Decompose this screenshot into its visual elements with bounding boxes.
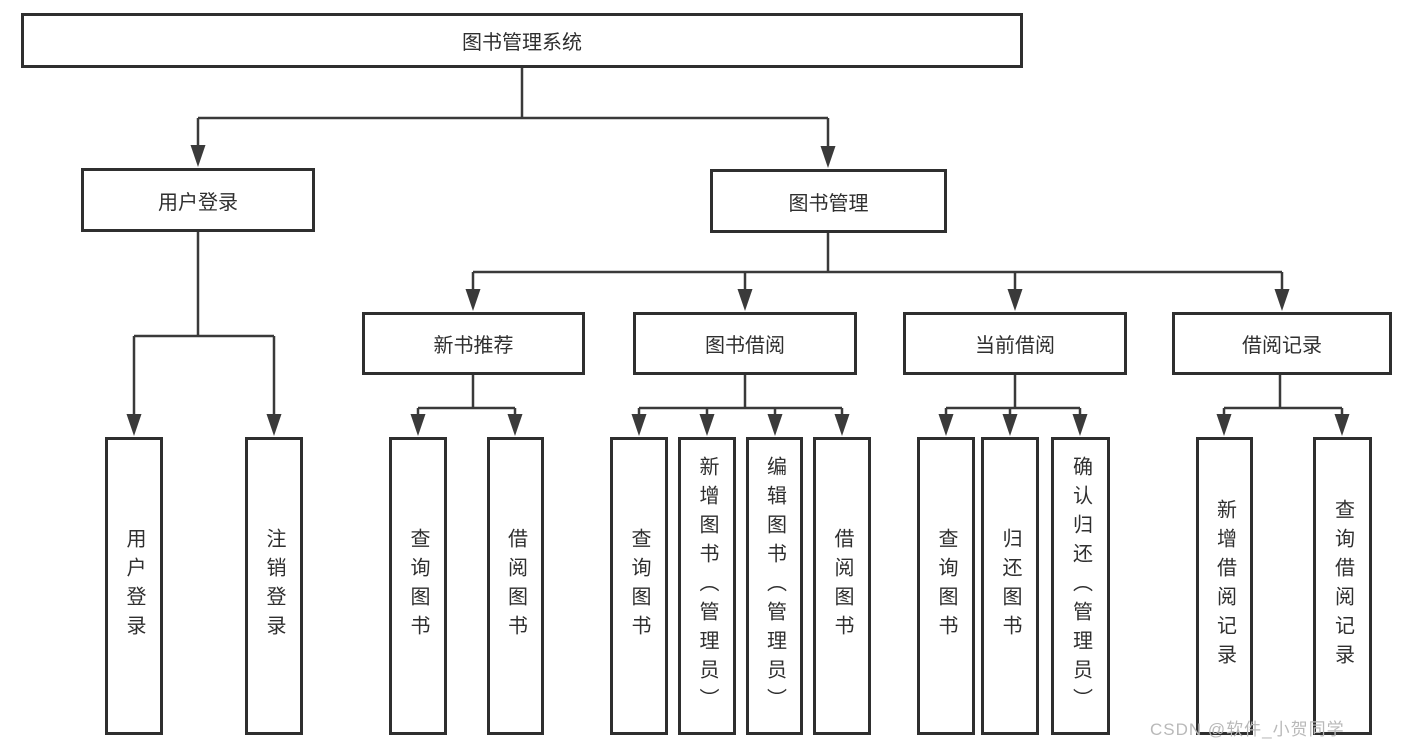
node-current-borrow-label: 当前借阅 (975, 335, 1055, 357)
leaf-borrow-borrow-book: 借阅图书 (813, 437, 871, 735)
node-user-login-label: 用户登录 (158, 191, 238, 214)
leaf-add-borrow-record-label: 新增借阅记录 (1213, 499, 1236, 673)
node-new-book-recommend-label: 新书推荐 (433, 335, 514, 357)
node-root-system: 图书管理系统 (21, 13, 1023, 68)
leaf-confirm-return-admin: 确认归还（管理员） (1051, 437, 1110, 735)
leaf-recommend-query-book-label: 查询图书 (407, 528, 429, 644)
node-user-login: 用户登录 (81, 168, 315, 232)
arrowheads (126, 145, 1350, 436)
leaf-add-borrow-record: 新增借阅记录 (1196, 437, 1253, 735)
leaf-recommend-borrow-book: 借阅图书 (487, 437, 544, 735)
node-book-borrow-label: 图书借阅 (705, 335, 785, 357)
leaf-borrow-query-book-label: 查询图书 (628, 528, 650, 644)
leaf-return-book: 归还图书 (981, 437, 1039, 735)
node-book-borrow: 图书借阅 (633, 312, 857, 375)
node-current-borrow: 当前借阅 (903, 312, 1127, 375)
node-root-label: 图书管理系统 (462, 32, 582, 54)
node-new-book-recommend: 新书推荐 (362, 312, 585, 375)
node-book-management: 图书管理 (710, 169, 947, 233)
leaf-borrow-query-book: 查询图书 (610, 437, 668, 735)
leaf-recommend-query-book: 查询图书 (389, 437, 447, 735)
node-borrow-records: 借阅记录 (1172, 312, 1392, 375)
leaf-add-book-admin: 新增图书（管理员） (678, 437, 736, 735)
leaf-current-query-book: 查询图书 (917, 437, 975, 735)
leaf-user-login-label: 用户登录 (123, 528, 145, 644)
leaf-query-borrow-record-label: 查询借阅记录 (1331, 499, 1354, 673)
node-book-management-label: 图书管理 (788, 192, 869, 215)
csdn-watermark: CSDN @软件_小贺同学 (1150, 720, 1345, 739)
node-borrow-records-label: 借阅记录 (1242, 335, 1322, 357)
leaf-confirm-return-admin-label: 确认归还（管理员） (1069, 455, 1092, 717)
leaf-logout-label: 注销登录 (263, 528, 285, 644)
leaf-borrow-borrow-book-label: 借阅图书 (831, 528, 853, 644)
leaf-recommend-borrow-book-label: 借阅图书 (504, 528, 527, 644)
leaf-add-book-admin-label: 新增图书（管理员） (696, 455, 718, 717)
leaf-edit-book-admin: 编辑图书（管理员） (746, 437, 803, 735)
leaf-return-book-label: 归还图书 (999, 528, 1021, 644)
leaf-current-query-book-label: 查询图书 (935, 528, 957, 644)
leaf-user-login: 用户登录 (105, 437, 163, 735)
leaf-logout: 注销登录 (245, 437, 303, 735)
leaf-query-borrow-record: 查询借阅记录 (1313, 437, 1372, 735)
leaf-edit-book-admin-label: 编辑图书（管理员） (763, 455, 786, 717)
